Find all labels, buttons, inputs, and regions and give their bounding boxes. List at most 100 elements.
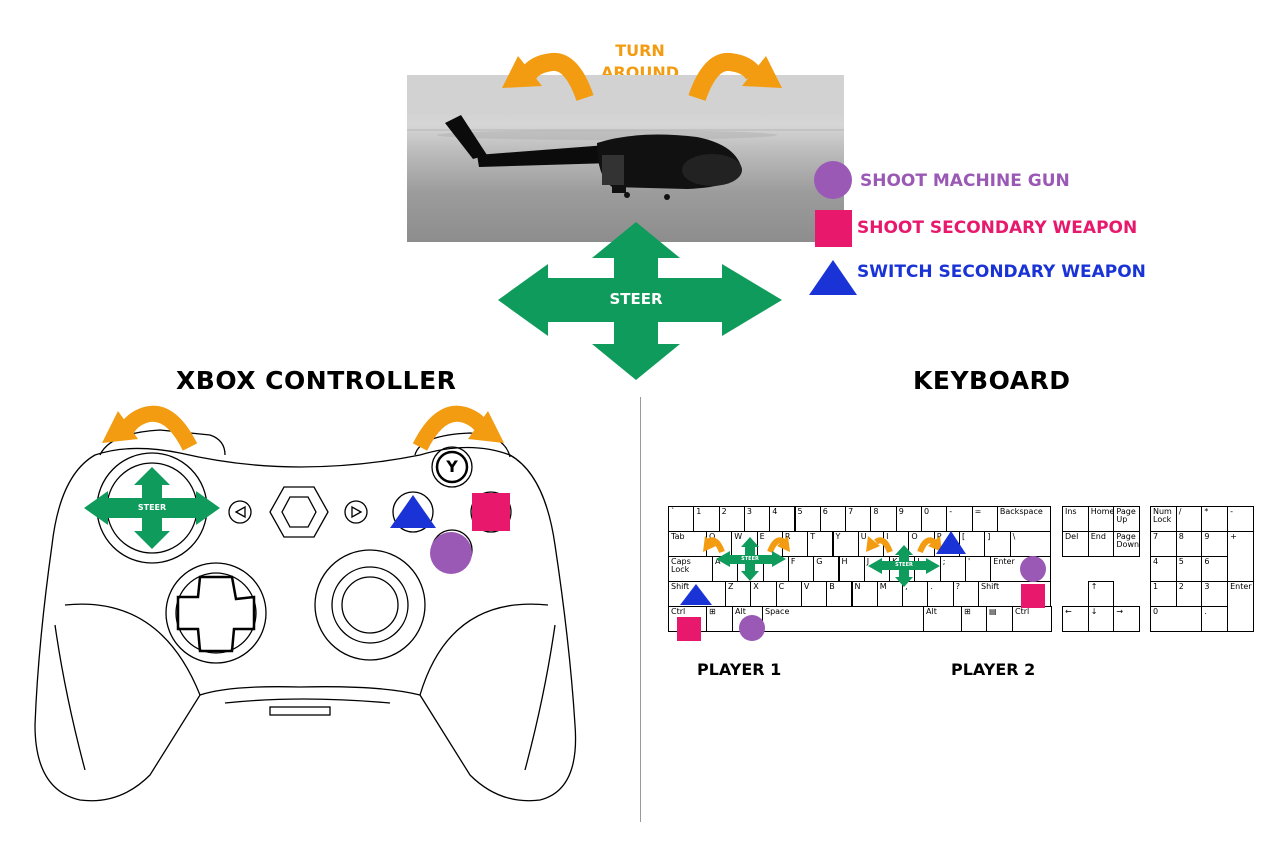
keyboard-key: 7 [845, 506, 872, 532]
keyboard-key: Enter [990, 556, 1051, 582]
left-bumper [99, 429, 226, 456]
keyboard-key: 0 [1150, 606, 1203, 632]
keyboard-key: P [933, 531, 960, 557]
xbox-steer-cross [84, 467, 220, 549]
keyboard-key: 8 [870, 506, 897, 532]
keyboard-key: 7 [1150, 531, 1177, 557]
keyboard-key: ' [965, 556, 992, 582]
steer-arrow-cross [498, 222, 782, 380]
keyboard-key: ⊞ [706, 606, 733, 632]
keyboard-key: 6 [819, 506, 847, 532]
keyboard-key: Enter [1227, 581, 1254, 632]
keyboard-key: N [851, 581, 878, 607]
legend-circle-icon [814, 161, 852, 199]
keyboard-key: Caps Lock [668, 556, 713, 582]
keyboard-key: - [1227, 506, 1254, 532]
keyboard-key: I [883, 531, 910, 557]
keyboard-key: X [750, 581, 777, 607]
keyboard-key: F [787, 556, 815, 582]
keyboard-key: ` [668, 506, 695, 532]
keyboard-key: . [1201, 606, 1229, 632]
legend-machine-gun-label: SHOOT MACHINE GUN [860, 171, 1070, 191]
legend-triangle-icon [809, 260, 857, 295]
keyboard-key: Ins [1062, 506, 1089, 532]
keyboard-key: 9 [895, 506, 922, 532]
keyboard-key: T [807, 531, 834, 557]
keyboard-key: 1 [1150, 581, 1177, 607]
keyboard-key: 4 [769, 506, 796, 532]
keyboard-key: Space [762, 606, 924, 632]
keyboard-key: 4 [1150, 556, 1177, 582]
xbox-switch-weapon-triangle-icon [390, 495, 436, 528]
keyboard-key: 2 [1175, 581, 1203, 607]
keyboard-key: ↑ [1087, 581, 1115, 607]
keyboard-key: 8 [1175, 531, 1203, 557]
keyboard-key: Shift [668, 581, 726, 607]
turn-label-line1: TURN [615, 41, 665, 60]
keyboard-key: , [902, 581, 929, 607]
keyboard-key: \ [1009, 531, 1051, 557]
keyboard-key: H [838, 556, 865, 582]
section-divider [640, 397, 641, 822]
keyboard-key: End [1087, 531, 1115, 557]
xbox-title: XBOX CONTROLLER [176, 366, 457, 395]
keyboard-key: ↓ [1087, 606, 1115, 632]
xbox-secondary-weapon-square-icon [472, 493, 510, 531]
keyboard-key: 2 [718, 506, 745, 532]
dpad [165, 562, 267, 664]
keyboard-key: R [781, 531, 809, 557]
keyboard-key: G [813, 556, 840, 582]
turn-right-arrow [688, 52, 762, 102]
legend-square-icon [815, 210, 852, 247]
keyboard-key: 5 [794, 506, 821, 532]
keyboard-key: - [946, 506, 973, 532]
keyboard-key: ? [952, 581, 979, 607]
keyboard-key: Q [706, 531, 733, 557]
keyboard-key: ⊞ [961, 606, 987, 632]
keyboard-key: Page Down [1113, 531, 1141, 557]
keyboard-key: K [889, 556, 916, 582]
keyboard-key: C [775, 581, 802, 607]
xbox-machine-gun-circle-icon [430, 532, 472, 574]
keyboard-key: 9 [1201, 531, 1229, 557]
keyboard-key: Num Lock [1150, 506, 1177, 532]
steer-label: STEER [609, 290, 663, 308]
keyboard-key: D [762, 556, 789, 582]
keyboard-key: ▤ [986, 606, 1013, 632]
keyboard-key: A [712, 556, 739, 582]
keyboard-key: 0 [921, 506, 948, 532]
keyboard-key: Page Up [1113, 506, 1141, 532]
top-arrows [498, 52, 782, 380]
keyboard-key: 5 [1175, 556, 1203, 582]
turn-right-arrowhead [742, 56, 782, 88]
keyboard-key: V [800, 581, 828, 607]
xbox-controller [34, 405, 577, 802]
controller-body [34, 446, 577, 802]
keyboard-key: Del [1062, 531, 1089, 557]
keyboard-key: [ [959, 531, 986, 557]
keyboard-key: Alt [923, 606, 962, 632]
legend-secondary-weapon-label: SHOOT SECONDARY WEAPON [857, 218, 1138, 238]
keyboard-key: Shift [978, 581, 1051, 607]
keyboard-key: 6 [1201, 556, 1229, 582]
player2-label: PLAYER 2 [951, 660, 1036, 679]
keyboard-key: B [826, 581, 853, 607]
guide-button [269, 486, 329, 538]
right-stick [314, 549, 426, 661]
keyboard-key: Tab [668, 531, 707, 557]
keyboard-key: Ctrl [668, 606, 707, 632]
keyboard-key: J [863, 556, 891, 582]
turn-left-arrow [520, 52, 594, 102]
legend-switch-weapon-label: SWITCH SECONDARY WEAPON [857, 262, 1146, 282]
keyboard-key: Y [832, 531, 859, 557]
keyboard-key: U [857, 531, 885, 557]
keyboard-key: Home [1087, 506, 1115, 532]
keyboard-key: 3 [743, 506, 771, 532]
keyboard-key: Backspace [996, 506, 1051, 532]
player1-label: PLAYER 1 [697, 660, 782, 679]
helicopter-image [407, 75, 844, 242]
keyboard-key: M [876, 581, 904, 607]
y-button [431, 446, 473, 488]
xbox-steer-label: STEER [137, 503, 167, 512]
